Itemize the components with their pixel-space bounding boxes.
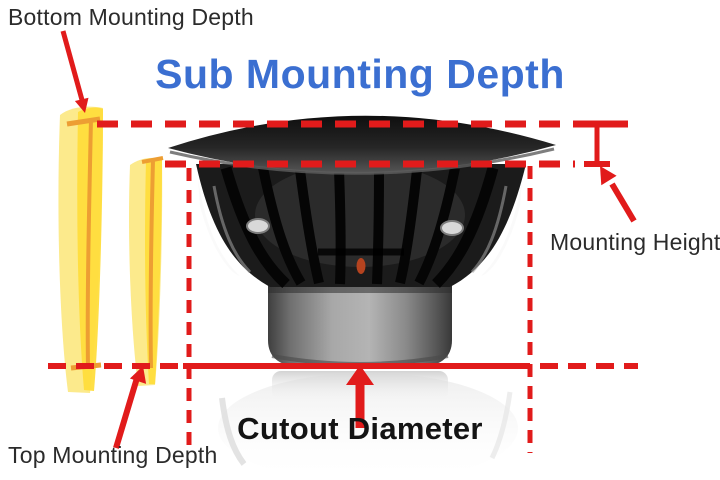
- top-depth-arrow: [113, 366, 147, 449]
- top-mounting-depth-label: Top Mounting Depth: [8, 442, 218, 468]
- bottom-mounting-depth-label: Bottom Mounting Depth: [8, 4, 254, 30]
- speaker-flange: [168, 115, 556, 175]
- speaker-illustration: [168, 115, 556, 480]
- speaker-magnet: [268, 278, 452, 367]
- top-depth-highlight-bar: [128, 156, 164, 386]
- speaker-reflection: [218, 371, 518, 480]
- bottom-depth-arrow: [60, 30, 89, 113]
- cutout-diameter-arrow: [346, 365, 374, 428]
- page-title: Sub Mounting Depth: [155, 51, 565, 97]
- measurement-lines: [48, 120, 638, 453]
- highlight-bars: [58, 106, 164, 394]
- annotation-arrows: [60, 30, 637, 449]
- cutout-diameter-label: Cutout Diameter: [237, 411, 483, 446]
- mounting-height-bracket: [580, 120, 614, 167]
- speaker-basket: [196, 163, 526, 289]
- mounting-height-arrow: [600, 166, 637, 223]
- mounting-height-label: Mounting Height: [550, 229, 720, 255]
- bottom-depth-highlight-bar: [58, 106, 103, 394]
